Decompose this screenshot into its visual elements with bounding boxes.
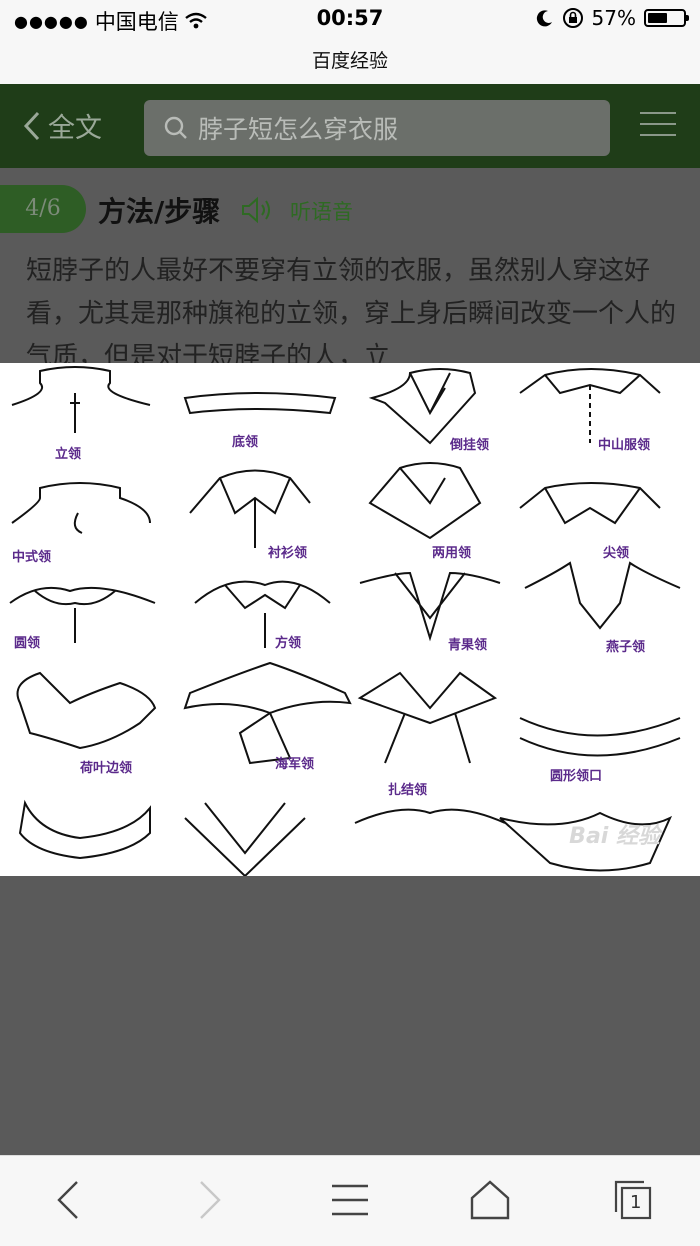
- rotation-lock-icon: [562, 8, 583, 28]
- watermark: Bai 经验: [569, 824, 660, 849]
- battery-icon: [644, 9, 689, 27]
- forward-icon[interactable]: [185, 1178, 233, 1222]
- collar-label: 荷叶边领: [80, 761, 133, 776]
- collar-types-image[interactable]: 立领 底领 倒挂领 中山服领 中式领 衬衫领 两用领 尖领 圆领 方领 青果领 …: [0, 363, 700, 876]
- chevron-left-icon: [23, 111, 40, 140]
- moon-icon: [536, 10, 552, 27]
- collar-label: 倒挂领: [450, 438, 490, 453]
- status-right: 57%: [536, 6, 689, 30]
- browser-toolbar: 1: [0, 1155, 700, 1246]
- menu-lines-icon[interactable]: [326, 1178, 374, 1222]
- search-input[interactable]: 脖子短怎么穿衣服: [144, 100, 610, 156]
- url-title[interactable]: 百度经验: [0, 40, 700, 84]
- speaker-icon[interactable]: [240, 196, 274, 224]
- step-badge: 4/6: [0, 185, 86, 233]
- collar-label: 扎结领: [388, 783, 428, 798]
- collar-label: 中式领: [12, 550, 52, 565]
- app-header: 全文 脖子短怎么穿衣服: [0, 84, 700, 168]
- status-bar: ●●●●● 中国电信 00:57 57%: [0, 0, 700, 40]
- tabs-icon: [614, 1180, 652, 1220]
- status-time: 00:57: [316, 6, 384, 30]
- collar-label: 尖领: [603, 546, 630, 561]
- carrier-group: ●●●●● 中国电信: [14, 6, 207, 36]
- collar-label: 两用领: [432, 546, 472, 561]
- carrier-name: 中国电信: [94, 10, 179, 34]
- collar-label: 青果领: [448, 638, 488, 653]
- collar-label: 圆领: [14, 636, 41, 651]
- collar-sketches: [9, 366, 681, 876]
- tab-count: 1: [630, 1192, 642, 1213]
- listen-audio-link[interactable]: 听语音: [290, 200, 353, 224]
- collar-label: 底领: [232, 435, 259, 450]
- collar-label: 圆形领口: [550, 769, 603, 784]
- collar-label: 海军领: [275, 757, 315, 772]
- back-to-full-text-button[interactable]: 全文: [22, 106, 102, 145]
- step-title: 方法/步骤: [98, 195, 221, 228]
- menu-icon[interactable]: [640, 112, 676, 144]
- collar-label: 立领: [55, 447, 82, 462]
- collar-label: 中山服领: [598, 438, 651, 453]
- search-icon: [164, 116, 187, 139]
- collar-label: 方领: [275, 636, 302, 651]
- search-query: 脖子短怎么穿衣服: [198, 115, 399, 144]
- step-paragraph: 短脖子的人最好不要穿有立领的衣服，虽然别人穿这好看，尤其是那种旗袍的立领，穿上身…: [26, 256, 677, 372]
- home-icon[interactable]: [466, 1178, 514, 1222]
- wifi-icon: [185, 12, 207, 29]
- tabs-button[interactable]: 1: [610, 1178, 658, 1222]
- collar-label: 燕子领: [606, 640, 646, 655]
- back-label: 全文: [48, 113, 102, 144]
- collar-label: 衬衫领: [268, 546, 308, 561]
- signal-icon: ●●●●●: [14, 11, 89, 31]
- back-icon[interactable]: [45, 1178, 93, 1222]
- battery-percent: 57%: [591, 6, 636, 30]
